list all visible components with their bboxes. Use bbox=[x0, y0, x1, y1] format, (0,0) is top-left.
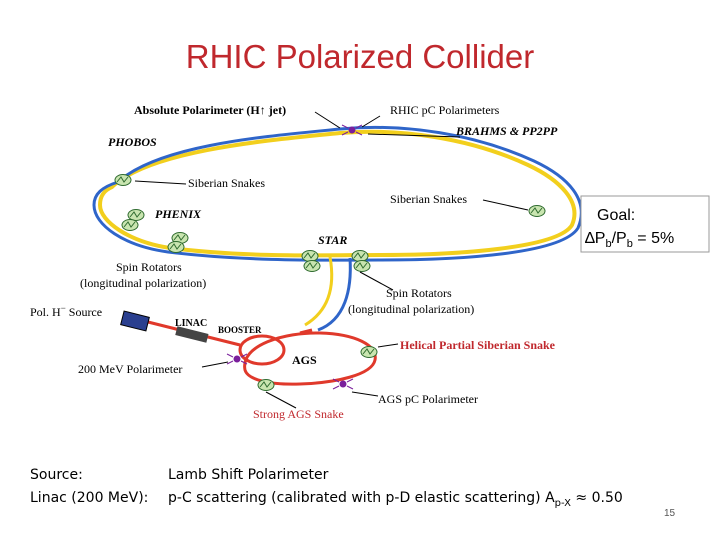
ion-source-icon bbox=[120, 310, 150, 332]
footer-linac-label: Linac (200 MeV): bbox=[30, 490, 149, 506]
polarimeter-icon bbox=[332, 378, 354, 390]
absolute-polarimeter-label: Absolute Polarimeter (H↑ jet) bbox=[134, 103, 286, 117]
snake-magnet-icon bbox=[301, 250, 319, 262]
snake-magnet-icon bbox=[114, 174, 132, 186]
snake-magnet-icon bbox=[360, 346, 378, 358]
goal-box: Goal: ∆Pb/Pb = 5% bbox=[580, 195, 710, 253]
rhic-rings bbox=[92, 125, 583, 262]
strong-ags-snake-label: Strong AGS Snake bbox=[253, 407, 344, 421]
ags-pc-polarimeter-label: AGS pC Polarimeter bbox=[378, 392, 478, 406]
brahms-pp2pp-label: BRAHMS & PP2PP bbox=[455, 124, 558, 138]
linac-icon bbox=[175, 326, 209, 343]
footer-source-label: Source: bbox=[30, 467, 83, 483]
snake-magnet-icon bbox=[528, 205, 546, 217]
spin-rotators-right-label: Spin Rotators bbox=[386, 286, 452, 300]
star-label: STAR bbox=[318, 233, 347, 247]
snake-magnet-icon bbox=[257, 379, 275, 391]
pointer-lines bbox=[134, 111, 529, 409]
ags-to-rhic-yellow bbox=[304, 256, 334, 327]
spin-rotators-left-label: Spin Rotators bbox=[116, 260, 182, 274]
ags-to-rhic-blue bbox=[317, 257, 352, 332]
snake-magnet-icon bbox=[351, 250, 369, 262]
polarimeter-200mev-label: 200 MeV Polarimeter bbox=[78, 362, 182, 376]
ags-ring bbox=[243, 331, 377, 386]
spin-rotators-right-sub: (longitudinal polarization) bbox=[348, 302, 474, 316]
snake-magnet-icon bbox=[303, 260, 321, 272]
snake-magnet-icon bbox=[167, 241, 185, 253]
linac-label: LINAC bbox=[175, 318, 207, 329]
footer-source-line: Source: Lamb Shift Polarimeter bbox=[30, 467, 328, 483]
spin-rotators-left-sub: (longitudinal polarization) bbox=[80, 276, 206, 290]
snake-magnet-icon bbox=[121, 219, 139, 231]
ags-label: AGS bbox=[292, 353, 317, 367]
footer-linac-value: p-C scattering (calibrated with p-D elas… bbox=[168, 490, 555, 506]
snake-magnet-icon bbox=[353, 260, 371, 272]
slide-number: 15 bbox=[664, 508, 676, 519]
snake-magnet-icon bbox=[127, 209, 145, 221]
pol-h-source-label: Pol. H− Source bbox=[30, 303, 102, 319]
footer-linac-sub: p-X bbox=[554, 497, 571, 509]
phobos-label: PHOBOS bbox=[108, 135, 157, 149]
footer-source-value: Lamb Shift Polarimeter bbox=[168, 467, 329, 483]
phenix-label: PHENIX bbox=[155, 207, 202, 221]
booster-label: BOOSTER bbox=[218, 325, 262, 335]
helical-snake-label: Helical Partial Siberian Snake bbox=[400, 338, 556, 352]
booster-ring bbox=[238, 334, 286, 366]
blue-ring bbox=[92, 125, 583, 262]
goal-target: ∆Pb/Pb = 5% bbox=[585, 230, 674, 250]
goal-title: Goal: bbox=[597, 207, 635, 224]
ags-to-rhic-link bbox=[299, 328, 313, 335]
yellow-ring bbox=[97, 129, 577, 258]
rhic-pc-polarimeters-label: RHIC pC Polarimeters bbox=[390, 103, 500, 117]
slide-title: RHIC Polarized Collider bbox=[185, 38, 535, 75]
siberian-snakes-right-label: Siberian Snakes bbox=[390, 192, 467, 206]
footer-linac-line: Linac (200 MeV): p-C scattering (calibrat… bbox=[30, 490, 623, 509]
footer-linac-suffix: ≈ 0.50 bbox=[570, 490, 623, 506]
siberian-snakes-left-label: Siberian Snakes bbox=[188, 176, 265, 190]
